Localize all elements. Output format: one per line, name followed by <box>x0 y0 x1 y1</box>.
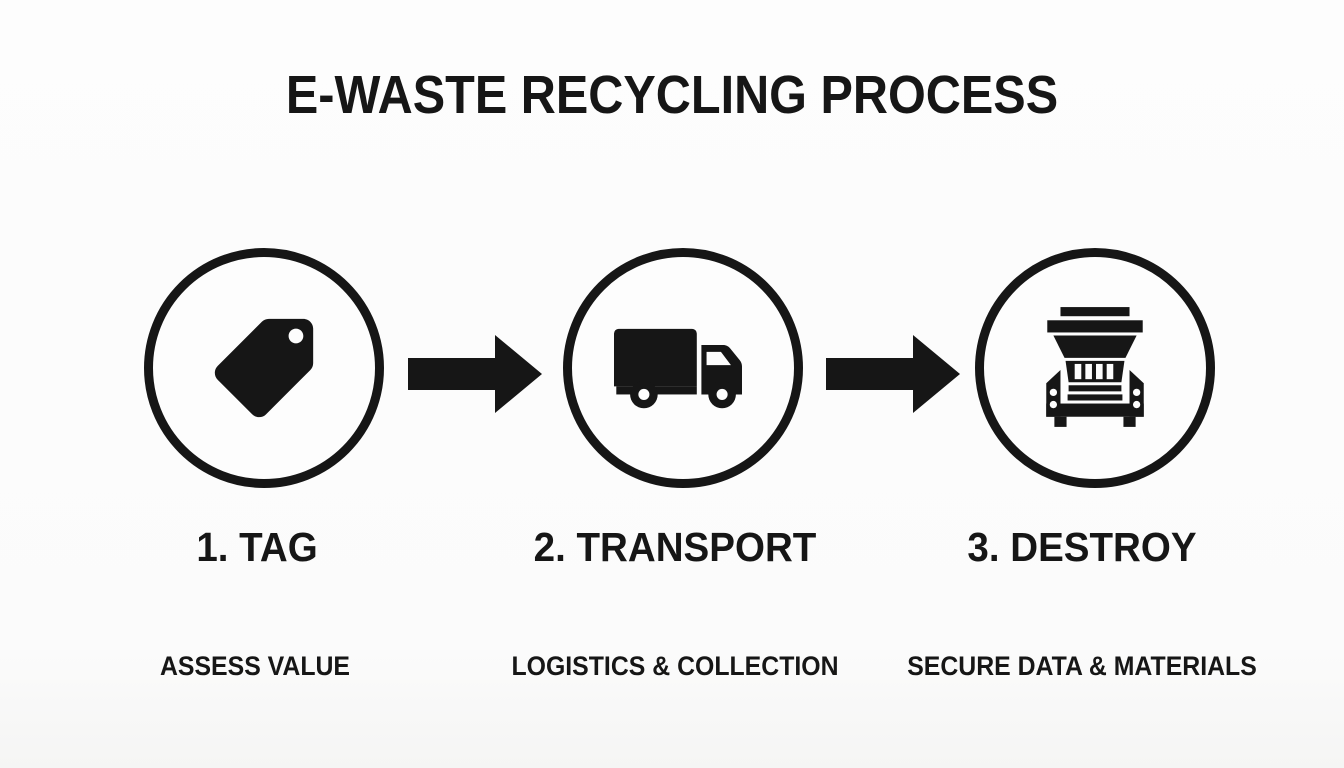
step-3-label: 3. DESTROY <box>967 524 1197 570</box>
step-1-label: 1. TAG <box>196 524 318 570</box>
arrow-right-icon <box>826 335 960 413</box>
step-1-circle <box>144 248 384 488</box>
step-2-circle <box>563 248 803 488</box>
shredder-icon <box>1029 302 1161 434</box>
page-title: E-WASTE RECYCLING PROCESS <box>285 65 1059 125</box>
step-1-sublabel: ASSESS VALUE <box>159 651 351 681</box>
step-3-sublabel: SECURE DATA & MATERIALS <box>907 651 1257 681</box>
tag-icon <box>205 309 323 427</box>
step-3-circle <box>975 248 1215 488</box>
step-2-sublabel: LOGISTICS & COLLECTION <box>511 651 839 681</box>
step-2-label: 2. TRANSPORT <box>533 524 817 570</box>
truck-icon <box>614 322 752 414</box>
arrow-right-icon <box>408 335 542 413</box>
